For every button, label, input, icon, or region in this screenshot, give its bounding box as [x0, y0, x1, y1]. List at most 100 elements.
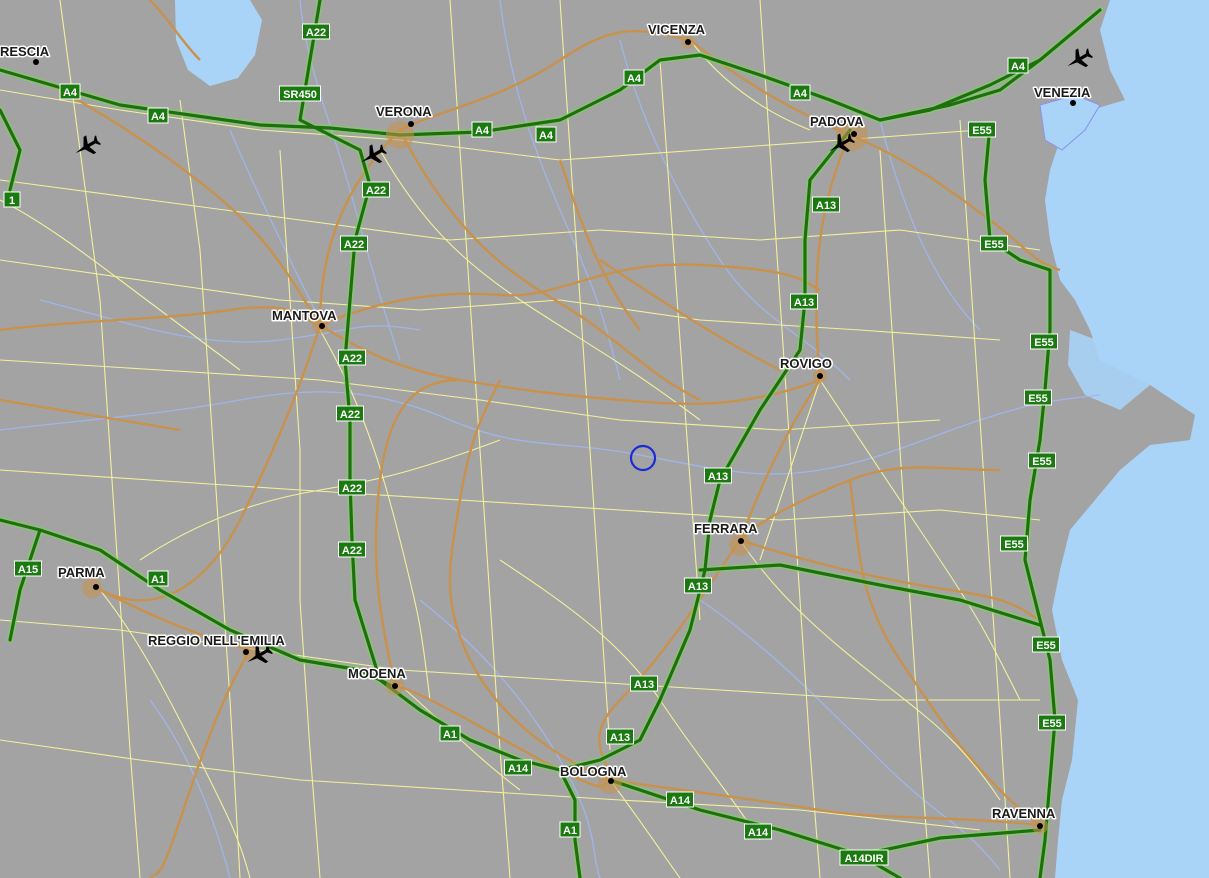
- shield-label: A4: [475, 125, 490, 137]
- city-dot: [392, 683, 398, 689]
- shield-label: E55: [1042, 718, 1062, 730]
- shield-label: A22: [344, 239, 364, 251]
- shield-label: SR450: [283, 89, 317, 101]
- city[interactable]: RESCIA: [0, 43, 51, 65]
- city[interactable]: MODENA: [347, 665, 408, 689]
- shield-label: A15: [18, 564, 38, 576]
- city-dot: [685, 39, 691, 45]
- po-delta-lagoon: [1068, 330, 1150, 410]
- shield-label: A4: [1011, 61, 1026, 73]
- city[interactable]: VICENZA: [647, 21, 707, 45]
- city-dot: [93, 584, 99, 590]
- motorway-shield: E55: [1028, 452, 1056, 469]
- shield-label: A22: [342, 545, 362, 557]
- shield-label: A22: [366, 185, 386, 197]
- airplane-icon[interactable]: [1063, 44, 1096, 75]
- shield-label: 1: [9, 195, 15, 207]
- rivers: [0, 0, 1101, 878]
- shield-label: E55: [972, 125, 992, 137]
- city[interactable]: PADOVA: [809, 113, 866, 137]
- motorway-shield: A22: [338, 541, 366, 558]
- motorway-shield: A22: [302, 23, 330, 40]
- city[interactable]: MANTOVA: [271, 307, 339, 329]
- city[interactable]: RAVENNA: [991, 805, 1057, 829]
- shield-label: A14: [748, 827, 769, 839]
- motorway-shield: A13: [684, 577, 712, 594]
- city-dot: [319, 323, 325, 329]
- motorway-shield: A13: [790, 293, 818, 310]
- city-label: MANTOVA: [272, 308, 337, 323]
- shield-label: A14: [508, 763, 529, 775]
- shield-label: A13: [816, 200, 836, 212]
- city[interactable]: ROVIGO: [779, 355, 834, 379]
- city-label: PARMA: [58, 565, 105, 580]
- airplane-icon[interactable]: [357, 140, 390, 171]
- motorway-shield: A22: [362, 181, 390, 198]
- shield-label: A4: [151, 111, 166, 123]
- motorway-shield: E55: [1030, 333, 1058, 350]
- location-circle-icon[interactable]: [629, 444, 657, 472]
- motorway-shield: E55: [1024, 389, 1052, 406]
- city-label: BOLOGNA: [560, 764, 627, 779]
- motorway-shield: E55: [980, 235, 1008, 252]
- airplane-icon[interactable]: [825, 129, 858, 160]
- motorway-shield: A4: [59, 83, 81, 100]
- motorway-shield: A22: [338, 349, 366, 366]
- shield-label: A4: [63, 87, 78, 99]
- city-dot: [851, 131, 857, 137]
- shield-label: A1: [443, 729, 457, 741]
- venice-lagoon: [1039, 94, 1101, 151]
- airplane-icon[interactable]: [71, 131, 104, 162]
- city-dot: [817, 373, 823, 379]
- shield-label: A22: [342, 483, 362, 495]
- shield-label: A1: [563, 825, 577, 837]
- city-dot: [608, 778, 614, 784]
- city-label: VENEZIA: [1034, 85, 1091, 100]
- motorway-shield: A4: [471, 121, 493, 138]
- motorway-shield: E55: [1038, 714, 1066, 731]
- motorway-shield: A14: [666, 791, 694, 808]
- motorway-shield: A22: [338, 479, 366, 496]
- shield-label: A4: [627, 73, 642, 85]
- motorway-shield: E55: [968, 121, 996, 138]
- city-dot: [33, 59, 39, 65]
- shield-label: E55: [1004, 539, 1024, 551]
- city-dot: [1037, 823, 1043, 829]
- city[interactable]: VENEZIA: [1033, 84, 1092, 106]
- city[interactable]: BOLOGNA: [559, 763, 629, 784]
- shield-label: E55: [984, 239, 1004, 251]
- city-label: MODENA: [348, 666, 406, 681]
- motorway-shield: A4: [1007, 57, 1029, 74]
- shield-label: A22: [340, 409, 360, 421]
- city-dot: [738, 538, 744, 544]
- city-label: ROVIGO: [780, 356, 832, 371]
- motorway-shield: E55: [1032, 636, 1060, 653]
- shield-label: A13: [794, 297, 814, 309]
- motorway-shield: A1: [439, 725, 461, 742]
- motorway-shield: SR450: [279, 85, 321, 102]
- city-label: RESCIA: [0, 44, 50, 59]
- motorway-shield: A13: [606, 728, 634, 745]
- adriatic-sea: [1045, 0, 1209, 878]
- city-label: REGGIO NELL'EMILIA: [148, 633, 285, 648]
- city[interactable]: REGGIO NELL'EMILIA: [147, 632, 287, 655]
- shield-label: A22: [342, 353, 362, 365]
- shield-label: A13: [708, 471, 728, 483]
- city[interactable]: VERONA: [375, 103, 434, 127]
- city-dot: [1070, 100, 1076, 106]
- motorway-shield: E55: [1000, 535, 1028, 552]
- motorway-shield: A4: [623, 69, 645, 86]
- city[interactable]: PARMA: [57, 564, 107, 590]
- lake-garda: [175, 0, 262, 86]
- airplane-icon[interactable]: [243, 640, 276, 671]
- shield-label: E55: [1032, 456, 1052, 468]
- shield-label: A14DIR: [844, 853, 883, 865]
- shield-label: E55: [1028, 393, 1048, 405]
- city[interactable]: FERRARA: [693, 520, 760, 544]
- city-dot: [243, 649, 249, 655]
- motorway-shield: A13: [704, 467, 732, 484]
- motorway-shield: A4: [147, 107, 169, 124]
